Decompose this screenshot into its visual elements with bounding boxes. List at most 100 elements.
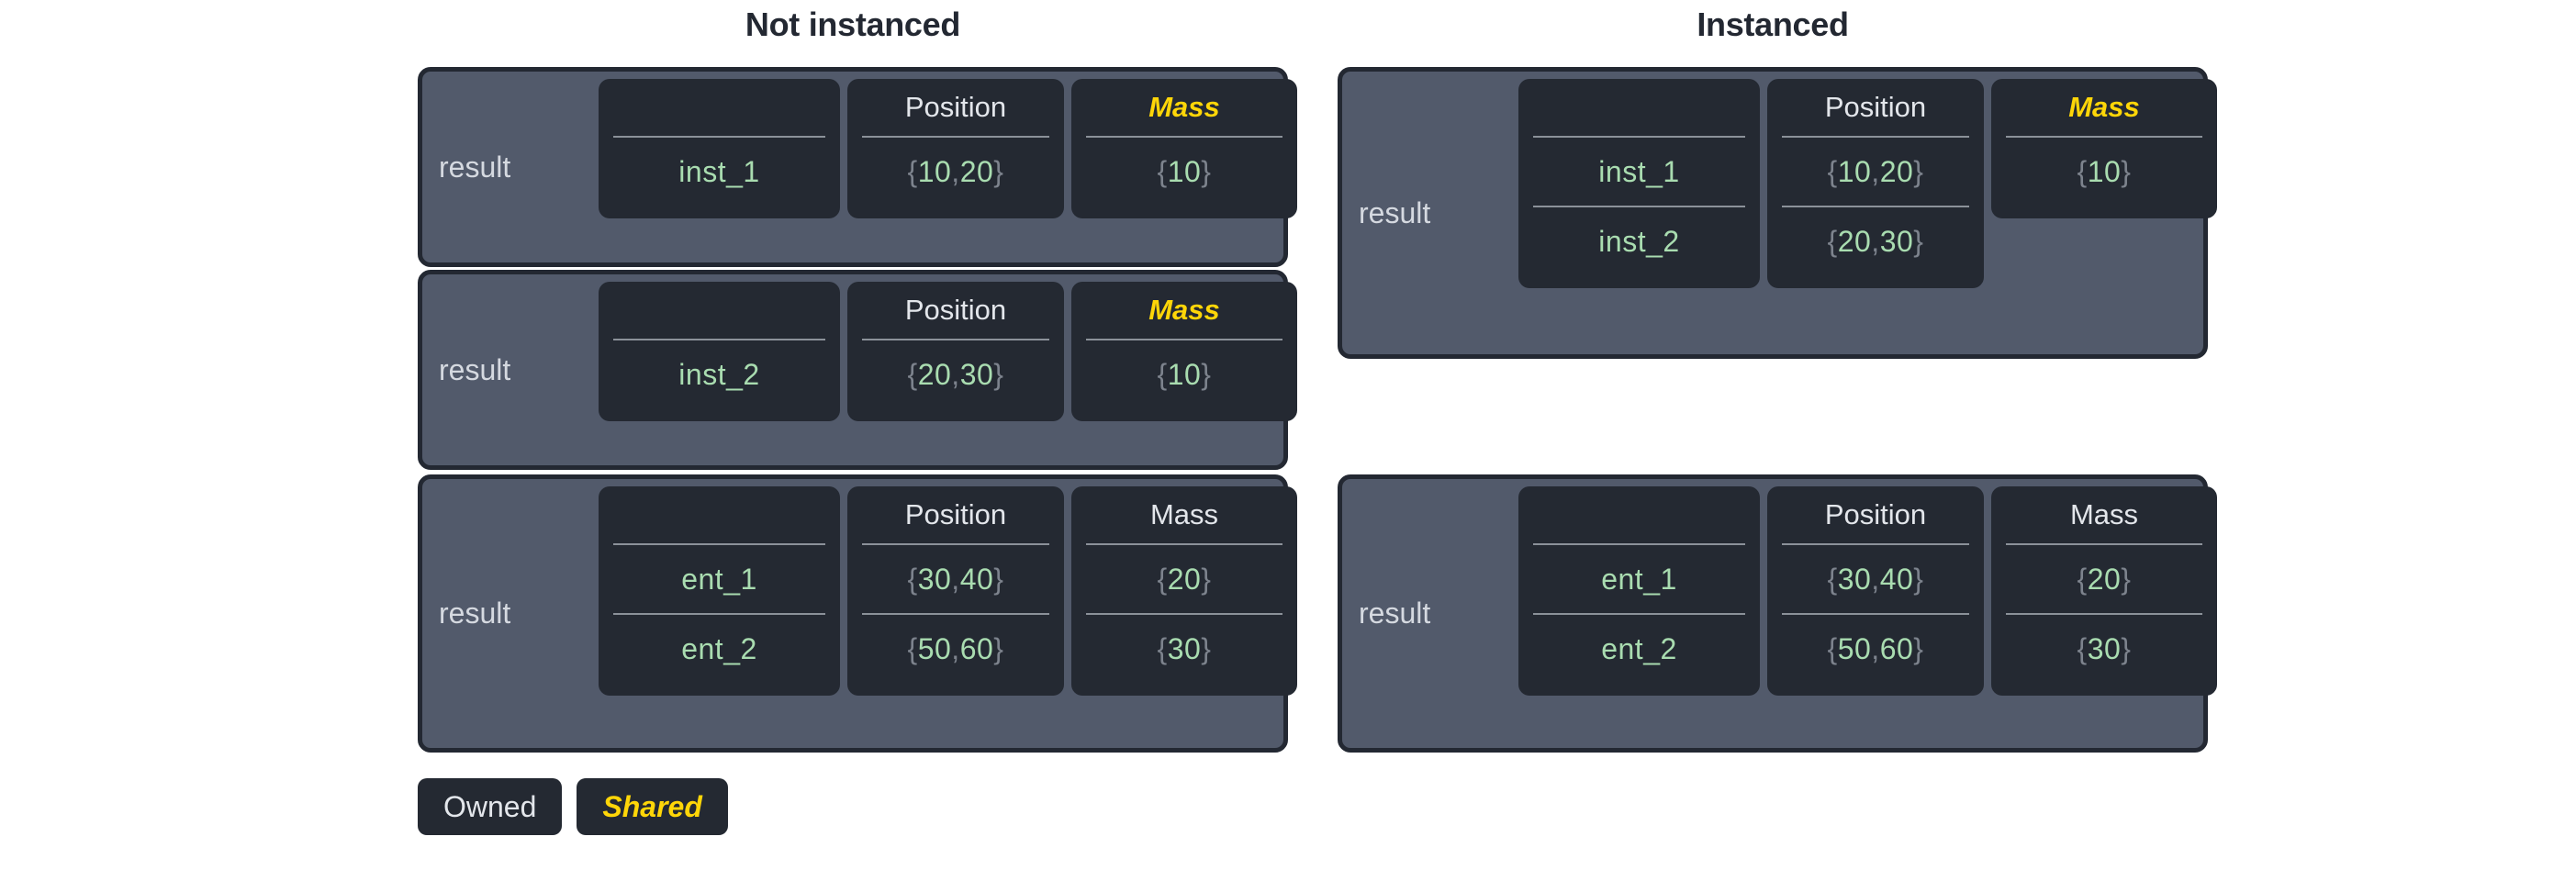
cell-divider (613, 339, 825, 340)
cell-divider (613, 613, 825, 615)
column-header: Mass (2069, 498, 2139, 530)
cell-divider (862, 543, 1049, 545)
cell-divider (1533, 206, 1745, 207)
legend-chip-owned: Owned (418, 778, 563, 835)
cell-divider (2006, 136, 2202, 138)
section-title-instanced: Instanced (1697, 6, 1849, 43)
column-spacer (1529, 683, 1749, 696)
table-cell: inst_2 (1598, 224, 1680, 258)
column-spacer (2002, 206, 2206, 218)
cell-divider (613, 136, 825, 138)
column-header (1529, 79, 1749, 136)
legend-chip-shared: Shared (577, 778, 728, 835)
legend-owned-label: Owned (443, 789, 537, 823)
cell-divider (862, 613, 1049, 615)
cell-divider (1782, 543, 1969, 545)
cell-divider (613, 543, 825, 545)
column-header: Position (904, 294, 1007, 326)
table-cell: inst_1 (1598, 154, 1680, 188)
table-cell: ent_1 (1601, 562, 1677, 596)
column-spacer (858, 408, 1053, 421)
cell-divider (2006, 613, 2202, 615)
column-spacer (1778, 275, 1973, 288)
cell-divider (1533, 136, 1745, 138)
legend: Owned Shared (418, 778, 728, 835)
result-label: result (1359, 195, 1431, 229)
column-header: Position (904, 91, 1007, 123)
table-cell: inst_2 (678, 357, 760, 391)
column-header (610, 486, 829, 543)
cell-divider (862, 339, 1049, 340)
column-spacer (1082, 683, 1286, 696)
column-header: Position (1824, 498, 1927, 530)
column-header: Position (904, 498, 1007, 530)
column-header: Mass (1148, 91, 1220, 123)
table-cell: inst_1 (678, 154, 760, 188)
column-header: Mass (1148, 294, 1220, 326)
column-spacer (1082, 408, 1286, 421)
column-spacer (610, 206, 829, 218)
column-spacer (858, 206, 1053, 218)
column-header (610, 79, 829, 136)
section-title-not-instanced: Not instanced (745, 6, 961, 43)
cell-divider (862, 136, 1049, 138)
cell-divider (1086, 613, 1282, 615)
column-header: Mass (1149, 498, 1219, 530)
cell-divider (1086, 543, 1282, 545)
column-spacer (858, 683, 1053, 696)
column-id: inst_2 (599, 282, 840, 421)
column-header: Position (1824, 91, 1927, 123)
column-spacer (610, 683, 829, 696)
cell-divider (1086, 339, 1282, 340)
column-spacer (1529, 275, 1749, 288)
column-spacer (1778, 683, 1973, 696)
cell-divider (1782, 136, 1969, 138)
result-label: result (439, 150, 511, 184)
result-label: result (1359, 597, 1431, 630)
result-label: result (439, 597, 511, 630)
legend-shared-label: Shared (602, 789, 702, 823)
table-cell: ent_1 (681, 562, 757, 596)
cell-divider (2006, 543, 2202, 545)
cell-divider (1533, 543, 1745, 545)
cell-divider (1533, 613, 1745, 615)
column-header (610, 282, 829, 339)
column-header: Mass (2068, 91, 2140, 123)
column-id: inst_1 (599, 79, 840, 218)
table-cell: ent_2 (1601, 631, 1677, 665)
cell-divider (1782, 206, 1969, 207)
column-id: inst_1 inst_2 (1518, 79, 1760, 288)
result-label: result (439, 352, 511, 386)
